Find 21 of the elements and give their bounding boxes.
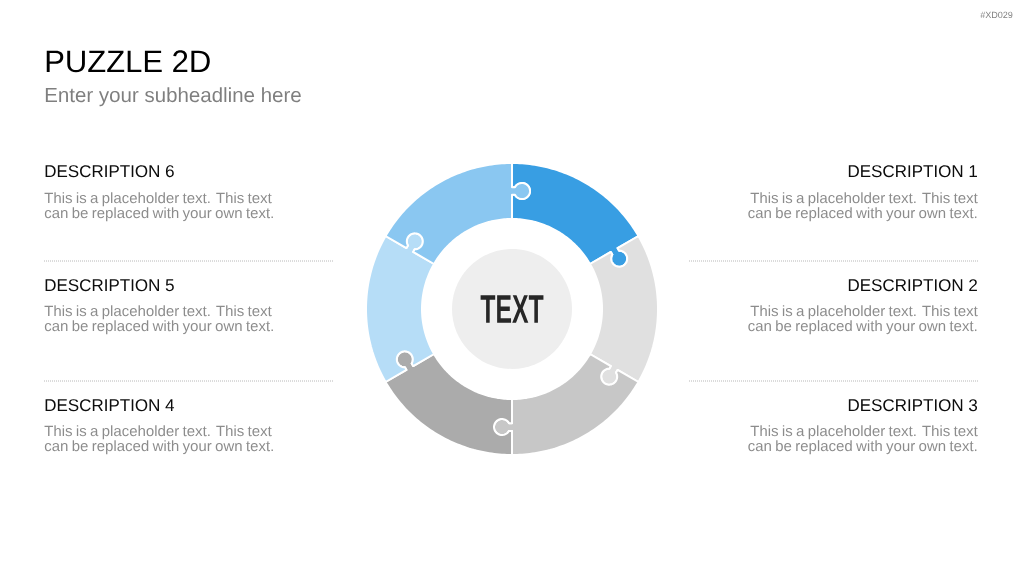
heading: DESCRIPTION 3 — [848, 399, 978, 412]
heading: DESCRIPTION 4 — [45, 399, 175, 412]
puzzle-piece — [588, 235, 659, 386]
heading: DESCRIPTION 1 — [848, 165, 977, 178]
subtitle: Enter your subheadline here — [45, 87, 301, 107]
description-text: This is a placeholder text. This text can be replaced with your own text. — [44, 305, 273, 335]
heading: DESCRIPTION 5 — [45, 279, 174, 292]
description-text: This is a placeholder text. This text can be replaced with your own text. — [44, 425, 273, 455]
description-text: This is a placeholder text. This text can be replaced with your own text. — [748, 425, 978, 455]
description-text: This is a placeholder text. This text can be replaced with your own text. — [748, 305, 978, 335]
puzzle-piece — [365, 232, 436, 383]
puzzle-piece — [384, 162, 531, 265]
description-text: This is a placeholder text. This text can be replaced with your own text. — [748, 192, 978, 222]
puzzle-piece — [384, 350, 513, 456]
puzzle-piece — [511, 162, 640, 268]
title: PUZZLE 2D — [46, 50, 210, 73]
puzzle-piece — [493, 353, 640, 456]
heading: DESCRIPTION 2 — [848, 279, 977, 292]
heading: DESCRIPTION 6 — [45, 165, 174, 178]
description-text: This is a placeholder text. This text can be replaced with your own text. — [44, 192, 273, 222]
code-label: #XD029 — [980, 11, 1013, 19]
